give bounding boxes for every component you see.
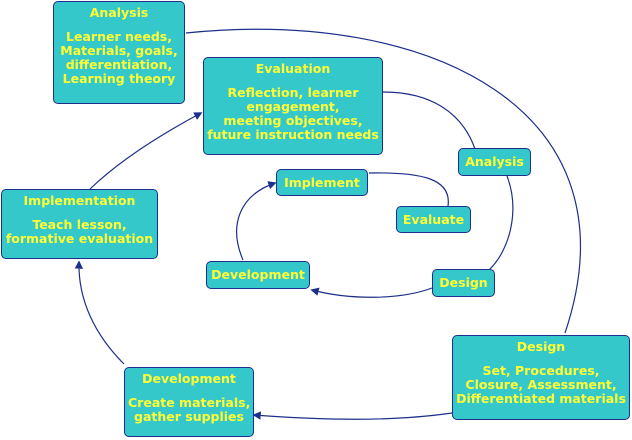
- implementation-outer-line: formative evaluation: [5, 231, 154, 246]
- evaluation-outer-line: Reflection, learner: [227, 85, 359, 100]
- analysis-outer-body: Learner needs, Materials, goals, differe…: [57, 30, 181, 86]
- connector-implement-to-evaluate: [368, 172, 449, 207]
- design-outer-line: Closure, Assessment,: [465, 377, 617, 392]
- design-outer-line: Set, Procedures,: [482, 363, 600, 378]
- analysis-outer-box: Analysis Learner needs, Materials, goals…: [53, 1, 185, 104]
- design-outer-body: Set, Procedures, Closure, Assessment, Di…: [456, 364, 626, 406]
- development-outer-box: Development Create materials, gather sup…: [124, 367, 254, 437]
- implementation-outer-title: Implementation: [23, 193, 136, 208]
- evaluation-outer-line: engagement,: [246, 99, 340, 114]
- evaluation-outer-body: Reflection, learner engagement, meeting …: [207, 86, 379, 142]
- evaluate-inner-title: Evaluate: [402, 211, 465, 227]
- implementation-outer-body: Teach lesson, formative evaluation: [5, 218, 154, 246]
- connector-analysis-to-design-inner: [488, 175, 514, 271]
- development-outer-line: gather supplies: [134, 409, 244, 424]
- design-outer-title: Design: [516, 339, 566, 354]
- evaluation-outer-line: meeting objectives,: [223, 113, 363, 128]
- implement-inner-box: Implement: [276, 169, 368, 196]
- evaluation-outer-title: Evaluation: [255, 61, 331, 76]
- evaluate-inner-box: Evaluate: [396, 206, 471, 233]
- analysis-outer-line: Materials, goals,: [60, 43, 178, 58]
- analysis-outer-line: Learner needs,: [66, 29, 172, 44]
- analysis-inner-box: Analysis: [458, 148, 531, 176]
- analysis-outer-line: Learning theory: [62, 71, 176, 86]
- connector-design-to-development: [252, 411, 453, 420]
- analysis-outer-title: Analysis: [89, 5, 149, 20]
- design-outer-line: Differentiated materials: [456, 391, 626, 406]
- analysis-inner-title: Analysis: [465, 154, 524, 169]
- development-inner-title: Development: [211, 267, 305, 282]
- implementation-outer-box: Implementation Teach lesson, formative e…: [1, 189, 158, 259]
- evaluation-outer-box: Evaluation Reflection, learner engagemen…: [203, 57, 383, 155]
- development-outer-body: Create materials, gather supplies: [128, 396, 250, 424]
- development-outer-line: Create materials,: [128, 395, 251, 410]
- development-outer-title: Development: [142, 371, 236, 386]
- connector-design-to-development-inner: [310, 287, 433, 298]
- design-inner-title: Design: [439, 275, 488, 290]
- design-inner-box: Design: [432, 269, 495, 297]
- implement-inner-title: Implement: [284, 174, 360, 190]
- evaluation-outer-line: future instruction needs: [207, 127, 379, 142]
- analysis-outer-line: differentiation,: [65, 57, 173, 72]
- connector-development-to-implementation: [74, 260, 125, 365]
- connector-implementation-to-evaluation: [89, 112, 203, 190]
- implementation-outer-line: Teach lesson,: [32, 217, 127, 232]
- connector-analysis-to-design: [185, 28, 581, 334]
- connector-evaluation-to-analysis: [382, 91, 476, 150]
- development-inner-box: Development: [206, 261, 310, 289]
- design-outer-box: Design Set, Procedures, Closure, Assessm…: [452, 335, 630, 420]
- connector-development-to-implement: [236, 181, 277, 261]
